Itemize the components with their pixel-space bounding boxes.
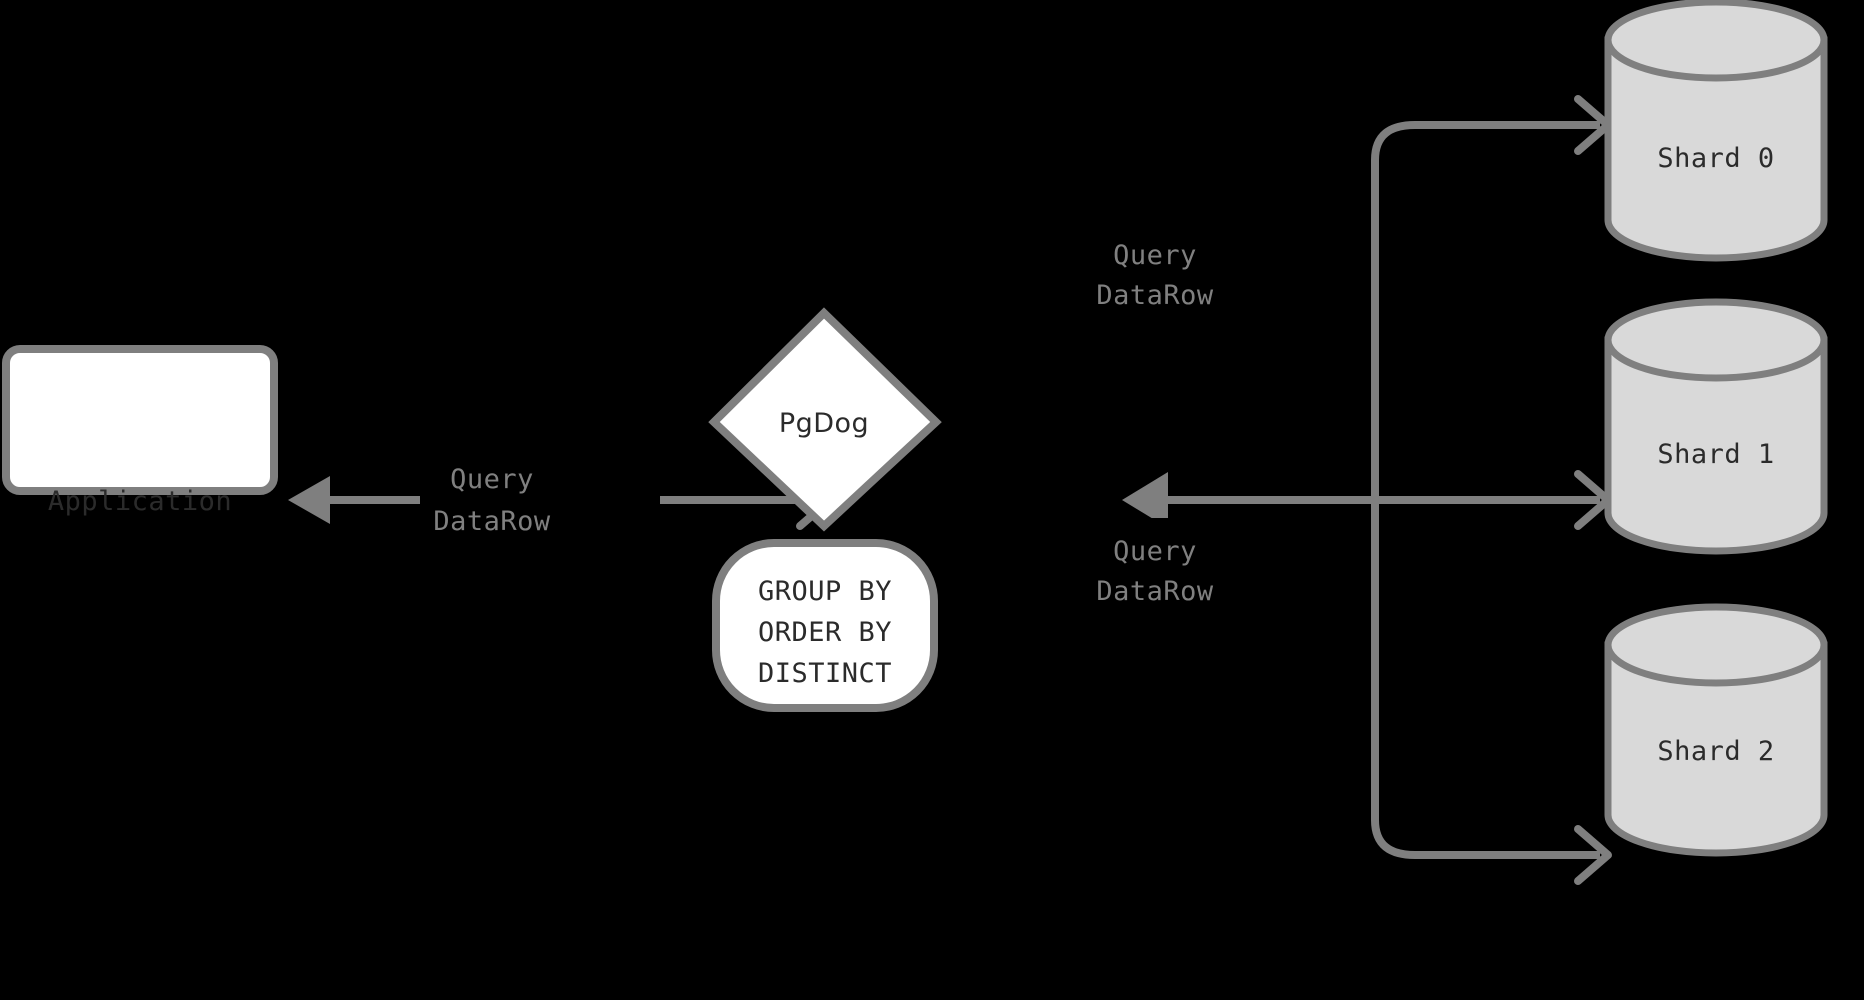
edge-shard1	[1375, 470, 1612, 530]
node-shard-2[interactable]: Shard 2	[1604, 603, 1828, 857]
node-pgdog[interactable]: PgDog	[708, 307, 942, 532]
edge-shard0	[1370, 95, 1612, 501]
edge-label-shard-top: Query DataRow	[1085, 222, 1280, 311]
edge-label-shard-top-line-2: DataRow	[1096, 280, 1214, 311]
edge-label-app-pgdog-line-2: DataRow	[433, 506, 551, 537]
shard-1-label: Shard 1	[1657, 439, 1774, 470]
application-label: Application	[48, 486, 232, 517]
edge-label-shard-bottom-line-2: DataRow	[1096, 576, 1214, 607]
operations-line-2: ORDER BY	[758, 617, 892, 648]
edge-app-left-arrow	[288, 476, 420, 524]
shard-2-label: Shard 2	[1657, 736, 1774, 767]
shard-0-label: Shard 0	[1657, 143, 1774, 174]
node-application[interactable]: Application	[2, 345, 278, 517]
edge-shards-trunk	[1122, 472, 1375, 528]
node-shard-0[interactable]: Shard 0	[1604, 0, 1828, 262]
edge-shard2	[1371, 500, 1612, 885]
pgdog-label: PgDog	[779, 408, 869, 439]
edge-label-shard-bottom-line-1: Query	[1113, 536, 1197, 567]
operations-line-3: DISTINCT	[758, 658, 892, 689]
edge-label-shard-top-line-1: Query	[1113, 240, 1197, 271]
node-operations[interactable]: GROUP BY ORDER BY DISTINCT	[712, 539, 938, 712]
edge-label-app-pgdog: Query DataRow	[420, 462, 580, 542]
edge-label-app-pgdog-line-1: Query	[450, 464, 534, 495]
edge-label-shard-bottom: Query DataRow	[1085, 518, 1280, 607]
node-shard-1[interactable]: Shard 1	[1604, 298, 1828, 555]
operations-line-1: GROUP BY	[758, 576, 892, 607]
